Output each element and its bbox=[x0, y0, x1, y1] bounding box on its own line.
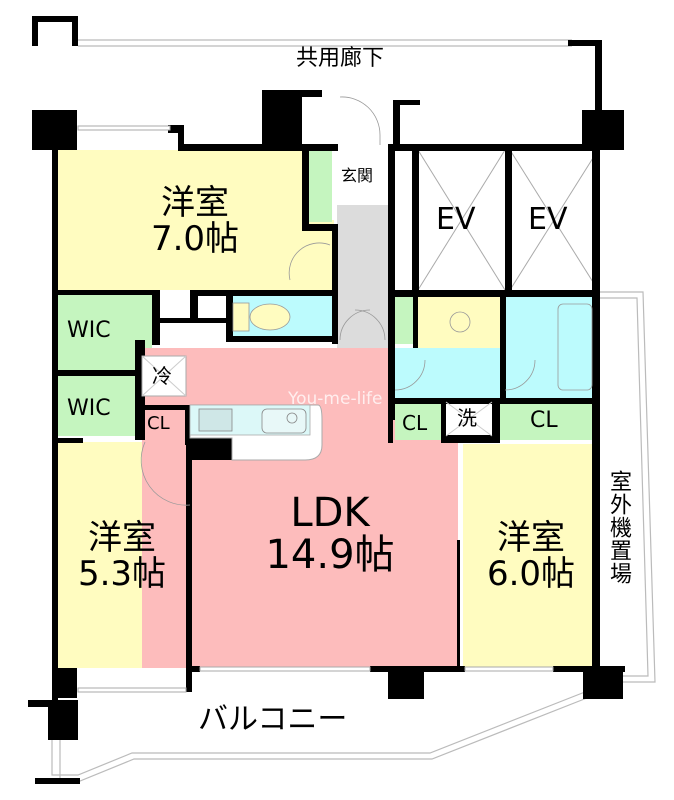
room-western-5-label: 洋室 5.3帖 bbox=[60, 520, 184, 592]
room-size: 14.9帖 bbox=[265, 532, 395, 578]
balcony-label: バルコニー bbox=[198, 702, 348, 737]
outdoor-unit-label: 室外機置場 bbox=[606, 470, 631, 585]
cl-left-label: CL bbox=[147, 413, 170, 434]
room-name: 洋室 bbox=[161, 183, 229, 223]
room-western-7-label: 洋室 7.0帖 bbox=[130, 185, 260, 257]
washer-label: 洗 bbox=[457, 406, 477, 430]
ev-2-label: EV bbox=[528, 202, 568, 237]
closet-green-top bbox=[308, 150, 332, 222]
laundry-room bbox=[418, 296, 500, 348]
cl-mid bbox=[395, 404, 441, 440]
entrance-label: 玄関 bbox=[341, 166, 374, 185]
room-western-7 bbox=[57, 150, 305, 290]
washroom bbox=[393, 348, 500, 398]
stove-icon bbox=[198, 408, 233, 432]
room-western-6-label: 洋室 6.0帖 bbox=[466, 520, 596, 592]
cl-right-label: CL bbox=[530, 408, 558, 433]
wic-2-label: WIC bbox=[67, 396, 111, 421]
corridor-label: 共用廊下 bbox=[296, 46, 385, 71]
fridge-label: 冷 bbox=[152, 364, 172, 388]
room-name: 洋室 bbox=[88, 518, 156, 558]
bathtub-icon bbox=[557, 303, 593, 391]
balcony-outline bbox=[51, 689, 593, 782]
outdoor-unit-outline bbox=[600, 291, 656, 683]
watermark: You-me-life bbox=[288, 389, 383, 409]
shoe-closet bbox=[395, 296, 413, 344]
entrance-floor bbox=[337, 205, 389, 348]
wic-2 bbox=[57, 376, 137, 436]
cl-right bbox=[500, 404, 598, 440]
room-name: 洋室 bbox=[497, 518, 565, 558]
wic-1-label: WIC bbox=[67, 318, 111, 343]
room-size: 5.3帖 bbox=[77, 554, 167, 594]
room-ldk-label: LDK 14.9帖 bbox=[240, 492, 420, 576]
room-western-6 bbox=[463, 444, 598, 668]
corridor-outline bbox=[78, 39, 572, 47]
toilet-icon bbox=[232, 302, 291, 332]
room-size: 6.0帖 bbox=[486, 554, 576, 594]
room-name: LDK bbox=[290, 490, 370, 536]
walls bbox=[28, 16, 625, 784]
room-ldk bbox=[142, 348, 388, 668]
door-swings bbox=[140, 96, 536, 506]
cl-mid-label: CL bbox=[402, 411, 428, 435]
washer-box bbox=[445, 401, 493, 437]
ev-1-label: EV bbox=[436, 202, 476, 237]
laundry-drain-icon bbox=[449, 311, 471, 333]
elevator-crosses bbox=[417, 149, 599, 291]
kitchen-counter bbox=[189, 404, 323, 461]
sink-icon bbox=[261, 408, 307, 434]
windows bbox=[77, 125, 554, 693]
fridge-box bbox=[141, 355, 187, 397]
room-size: 7.0帖 bbox=[150, 219, 240, 259]
entrance-step bbox=[337, 150, 389, 205]
bathroom bbox=[505, 296, 598, 398]
